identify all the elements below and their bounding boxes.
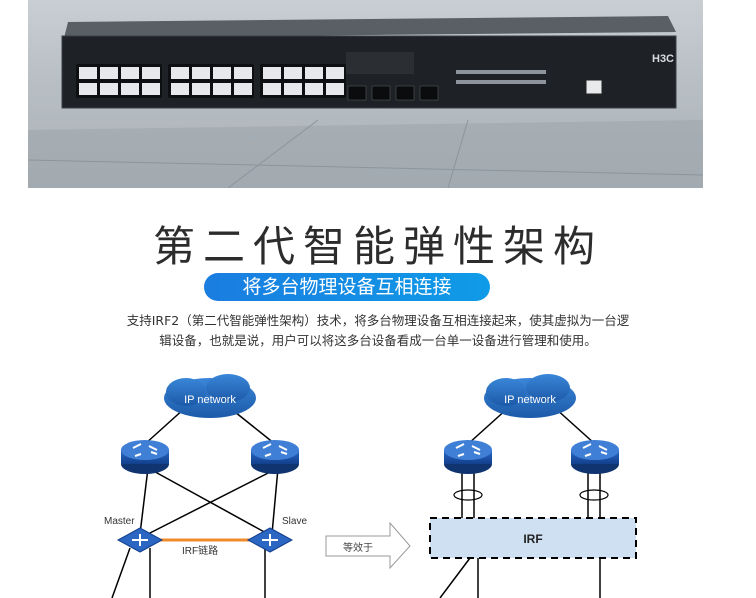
switch-icon [116, 527, 164, 553]
page-title: 第二代智能弹性架构 [152, 222, 603, 271]
left-topology: IP network Master Slave IRF链路 [104, 374, 307, 598]
right-topology: IP network IRF [429, 374, 637, 598]
irf-diagram: IP network Master Slave IRF链路 等效于 [104, 374, 637, 598]
irf-link-label: IRF链路 [182, 544, 218, 557]
product-photo: H3C [28, 0, 703, 188]
cloud-label: IP network [184, 394, 236, 406]
router-icon [121, 440, 169, 474]
equivalent-label: 等效于 [343, 541, 373, 554]
cloud-label: IP network [504, 394, 556, 406]
cloud-icon [164, 374, 256, 418]
router-icon [251, 440, 299, 474]
cloud-icon [484, 374, 576, 418]
description: 支持IRF2（第二代智能弹性架构）技术，将多台物理设备互相连接起来，使其虚拟为一… [0, 311, 756, 351]
irf-box-label: IRF [523, 532, 542, 546]
master-label: Master [104, 516, 135, 527]
subtitle-badge: 将多台物理设备互相连接 [204, 273, 490, 301]
router-icon [571, 440, 619, 474]
equivalent-arrow: 等效于 [325, 521, 411, 570]
description-line-2: 辑设备，也就是说，用户可以将这多台设备看成一台单一设备进行管理和使用。 [159, 333, 597, 348]
switch-image: H3C [28, 16, 703, 188]
switch-icon [246, 527, 294, 553]
description-line-1: 支持IRF2（第二代智能弹性架构）技术，将多台物理设备互相连接起来，使其虚拟为一… [126, 313, 630, 328]
brand-logo: H3C [652, 53, 674, 65]
slave-label: Slave [282, 516, 307, 527]
irf-box [429, 517, 637, 559]
router-icon [444, 440, 492, 474]
